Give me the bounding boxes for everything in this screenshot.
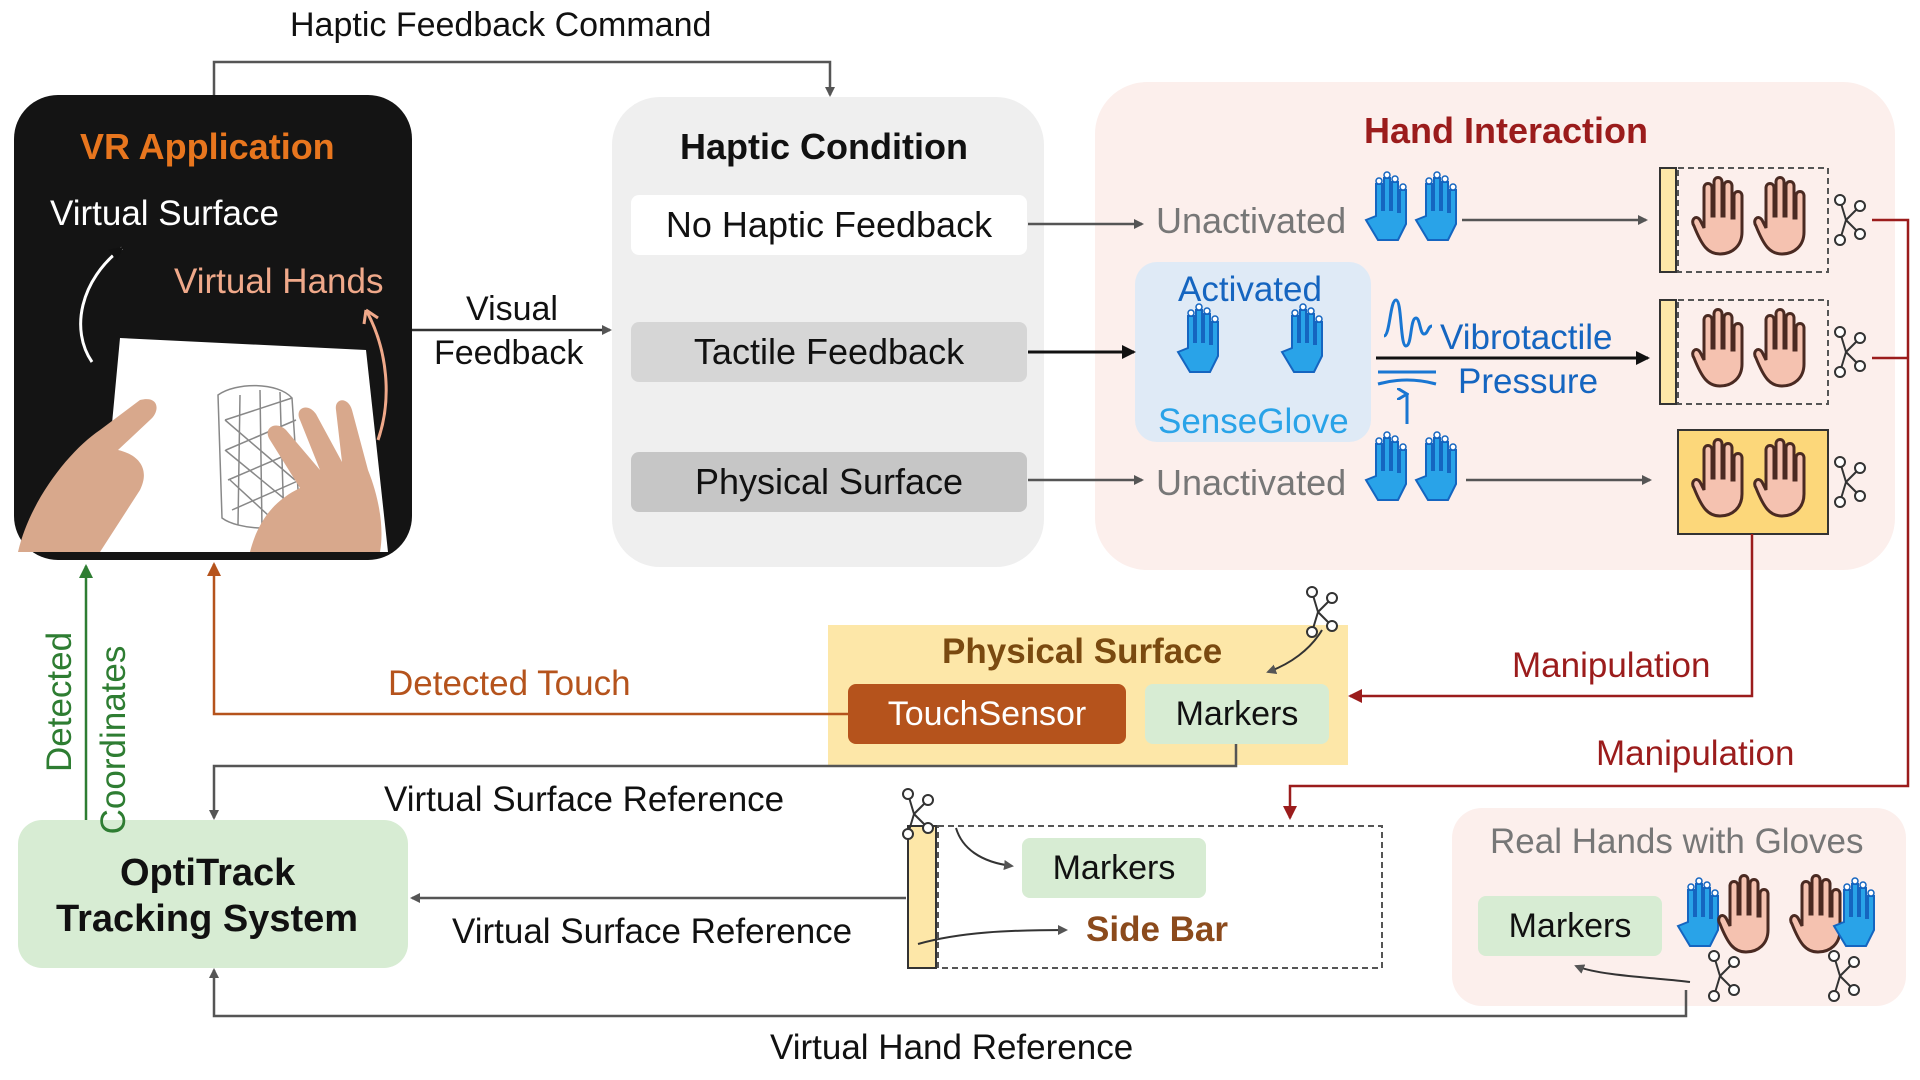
hand-interaction-title: Hand Interaction — [1364, 110, 1649, 151]
unactivated-row1-label: Unactivated — [1156, 200, 1347, 241]
detected-label: Detected — [40, 631, 79, 772]
glove-row1-right-icon — [1415, 171, 1457, 241]
senseglove-panel — [1135, 262, 1371, 442]
touch-sensor-box: TouchSensor — [848, 684, 1126, 744]
haptic-command-label: Haptic Feedback Command — [290, 6, 712, 44]
row3-marker-tree-icon — [1834, 456, 1866, 508]
coordinates-label: Coordinates — [94, 645, 133, 835]
optitrack-panel — [18, 820, 408, 968]
virtual-surface-reference-label-1: Virtual Surface Reference — [384, 780, 785, 819]
physical-surface-title: Physical Surface — [942, 632, 1223, 671]
physical-markers-label: Markers — [1175, 694, 1299, 733]
touch-sensor-label: TouchSensor — [887, 694, 1087, 733]
real-hands-title: Real Hands with Gloves — [1490, 822, 1864, 861]
haptic-command-arrow — [212, 60, 835, 97]
manipulation-physical-connector — [1348, 534, 1754, 703]
senseglove-label: SenseGlove — [1158, 402, 1349, 441]
manipulation-right-connector — [1283, 218, 1910, 820]
row2-marker-tree-icon — [1834, 326, 1866, 378]
physical-markers-box: Markers — [1145, 684, 1329, 744]
row1-left-hand-icon — [1691, 176, 1744, 256]
virtual-surface-reference-label-2: Virtual Surface Reference — [452, 912, 853, 951]
detected-touch-arrow — [207, 562, 848, 716]
option-tactile-feedback-label: Tactile Feedback — [693, 331, 965, 372]
real-hands-markers-box: Markers — [1478, 896, 1662, 956]
row1-virtual-surface-frame — [1677, 167, 1829, 273]
row1-sidebar-strip — [1659, 167, 1677, 273]
physical-marker-tree-icon — [1306, 586, 1338, 638]
virtual-hand-reference-label: Virtual Hand Reference — [770, 1028, 1134, 1067]
visual-label: Visual — [466, 290, 558, 328]
row1-marker-tree-icon — [1834, 194, 1866, 246]
optitrack-line-2: Tracking System — [56, 898, 359, 940]
row1-right-hand-icon — [1753, 176, 1806, 256]
option-physical-surface-label: Physical Surface — [694, 461, 964, 502]
real-hand-right-icon — [1789, 874, 1842, 954]
vibration-wave-icon — [1382, 298, 1433, 348]
vibrotactile-label: Vibrotactile — [1440, 318, 1613, 357]
vr-scene-image — [18, 338, 388, 552]
row2-sidebar-strip — [1659, 299, 1677, 405]
row2-left-hand-icon — [1691, 308, 1744, 388]
vr-virtual-surface-label: Virtual Surface — [50, 194, 279, 233]
glove-senseglove-right-icon — [1281, 303, 1323, 373]
pressure-label: Pressure — [1458, 362, 1599, 401]
vr-virtual-hands-label: Virtual Hands — [174, 262, 384, 301]
option-tactile-feedback: Tactile Feedback — [631, 322, 1027, 382]
option-physical-surface: Physical Surface — [631, 452, 1027, 512]
side-bar-label: Side Bar — [1086, 910, 1228, 949]
detected-touch-label: Detected Touch — [388, 664, 631, 703]
activated-label: Activated — [1178, 270, 1322, 309]
option-no-haptic-feedback-label: No Haptic Feedback — [665, 204, 993, 245]
virtual-hand-ref-arrow — [209, 968, 1688, 1018]
real-hands-markers-label: Markers — [1508, 906, 1632, 945]
glove-row3-right-icon — [1415, 431, 1457, 501]
glove-row1-left-icon — [1365, 171, 1407, 241]
real-hand-left-icon — [1717, 874, 1770, 954]
row2-right-hand-icon — [1753, 308, 1806, 388]
manipulation-label-1: Manipulation — [1512, 646, 1711, 685]
vr-hands-curve-arrow — [364, 309, 388, 441]
option-no-haptic-feedback: No Haptic Feedback — [631, 195, 1027, 255]
row2-virtual-surface-frame — [1677, 299, 1829, 405]
sidebar-virtual-frame — [937, 825, 1383, 969]
real-glove-left-icon — [1677, 877, 1719, 947]
haptic-condition-title: Haptic Condition — [680, 126, 968, 167]
glove-row3-left-icon — [1365, 431, 1407, 501]
vr-surface-curve-arrow — [79, 246, 124, 363]
vr-app-title: VR Application — [80, 126, 335, 167]
feedback-label: Feedback — [434, 334, 584, 372]
sidebar-markers-box: Markers — [1022, 838, 1206, 898]
manipulation-label-2: Manipulation — [1596, 734, 1795, 773]
real-right-marker-tree-icon — [1828, 950, 1860, 1002]
virtual-surface-ref-arrow-1 — [209, 744, 1238, 820]
real-left-marker-tree-icon — [1708, 950, 1740, 1002]
glove-senseglove-left-icon — [1177, 303, 1219, 373]
sidebar-markers-label: Markers — [1052, 848, 1176, 887]
sidebar-strip — [907, 825, 937, 969]
unactivated-row3-label: Unactivated — [1156, 462, 1347, 503]
optitrack-line-1: OptiTrack — [120, 852, 296, 894]
